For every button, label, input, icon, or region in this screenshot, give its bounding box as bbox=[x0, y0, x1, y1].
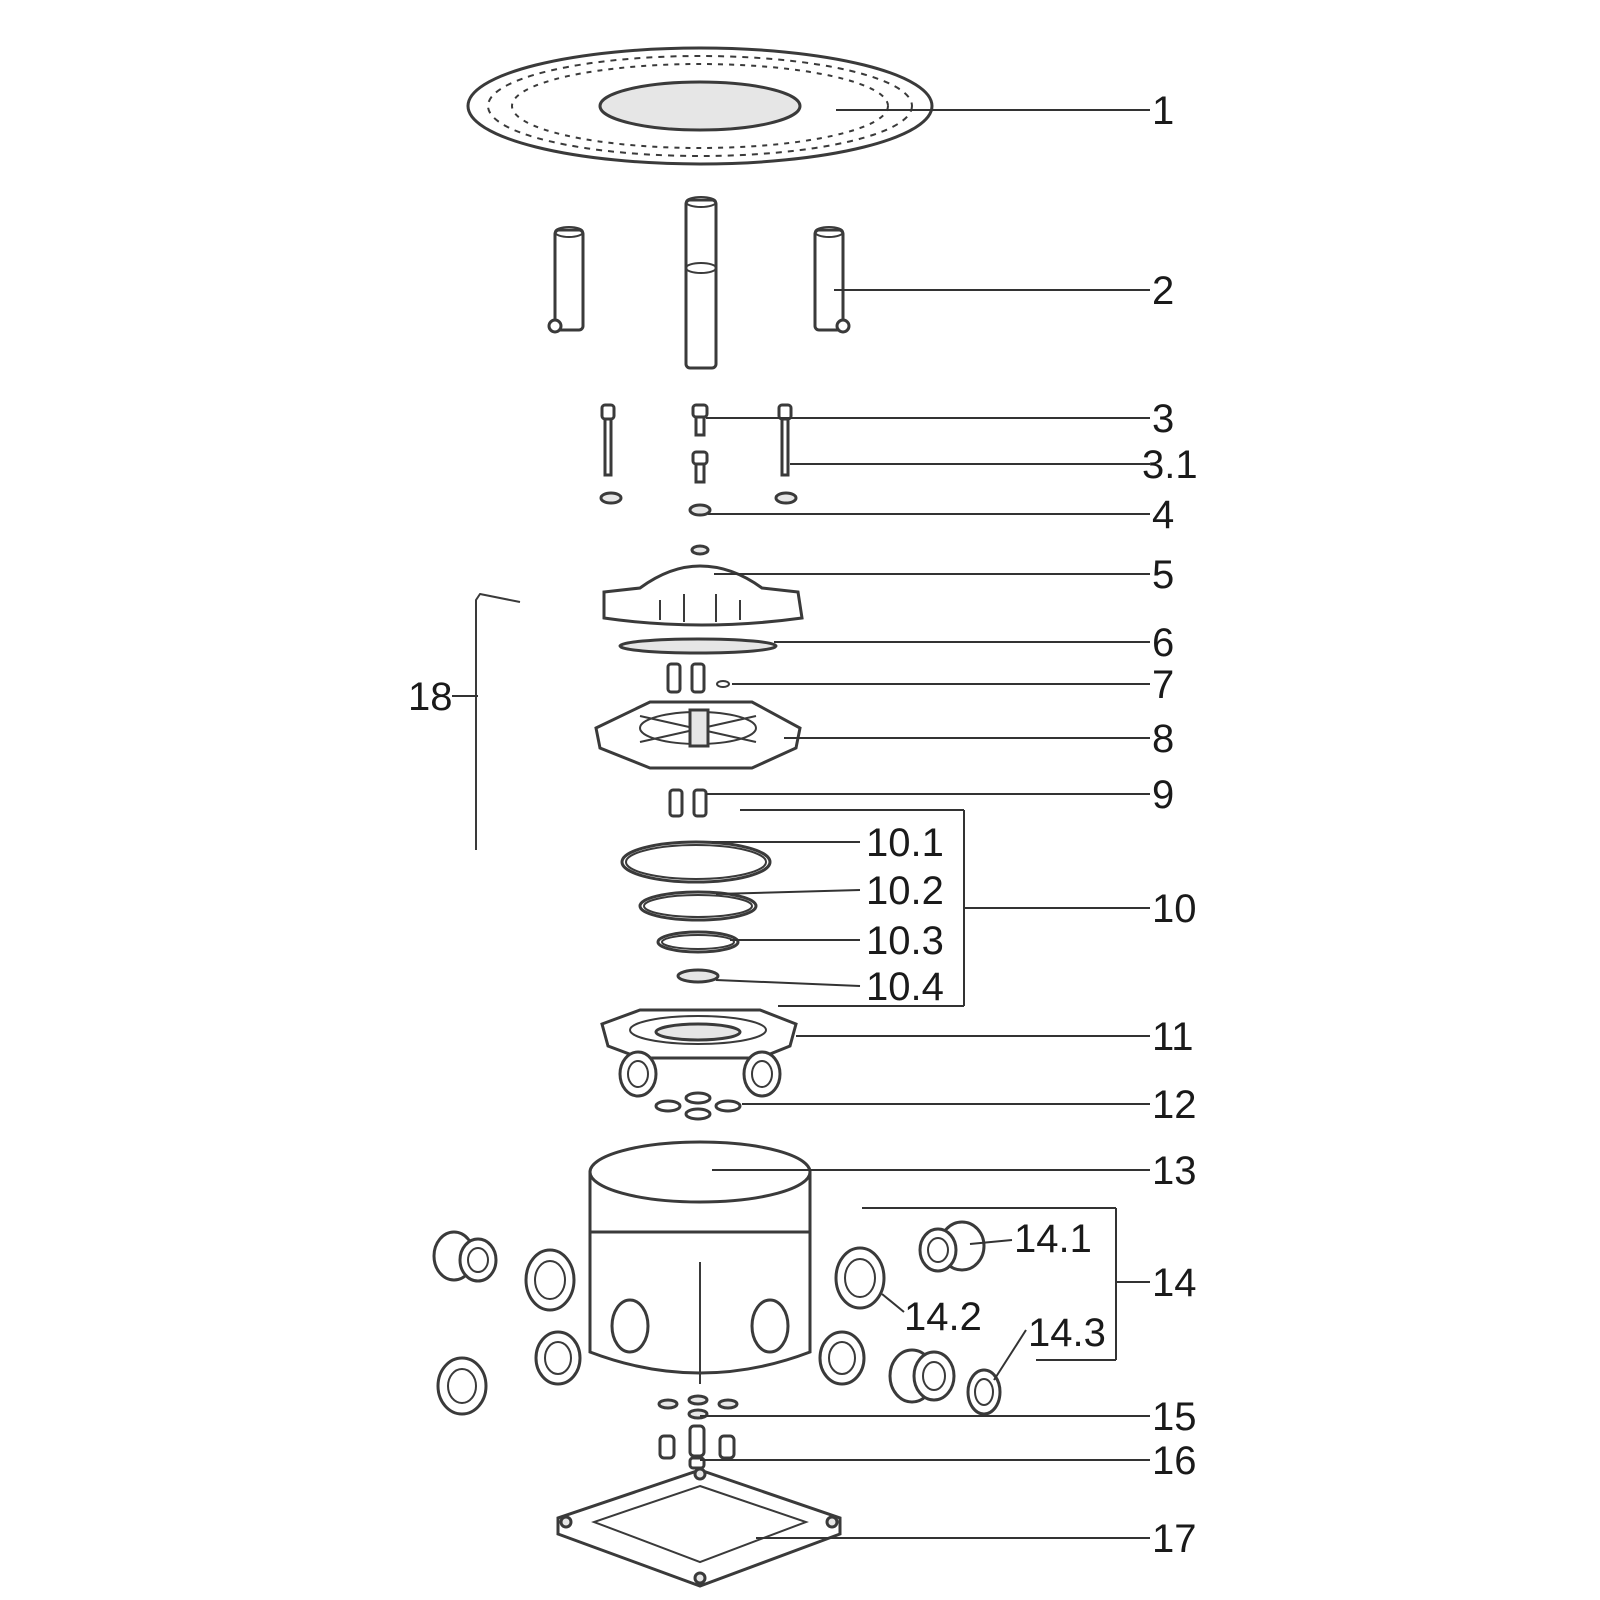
label-13: 13 bbox=[1152, 1149, 1197, 1193]
label-11: 11 bbox=[1152, 1015, 1194, 1059]
part-7-pins bbox=[666, 662, 730, 694]
part-13-housing bbox=[534, 1140, 866, 1386]
part-4-washers bbox=[599, 491, 798, 556]
label-14: 14 bbox=[1152, 1261, 1197, 1305]
part-15-washers bbox=[657, 1394, 739, 1420]
label-10-2: 10.2 bbox=[866, 869, 944, 913]
part-1-grate bbox=[466, 46, 934, 166]
label-7: 7 bbox=[1152, 663, 1174, 707]
label-3: 3 bbox=[1152, 397, 1174, 441]
part-17-frame bbox=[556, 1467, 842, 1588]
part-5-cover bbox=[602, 564, 804, 627]
label-4: 4 bbox=[1152, 493, 1174, 537]
part-9-pins bbox=[668, 788, 708, 818]
part-8-valve-plate bbox=[594, 700, 802, 770]
part-11-valve-body bbox=[600, 1008, 798, 1098]
part-16-screws bbox=[658, 1424, 736, 1470]
label-2: 2 bbox=[1152, 269, 1174, 313]
label-5: 5 bbox=[1152, 553, 1174, 597]
part-6-gasket bbox=[618, 637, 778, 655]
label-1: 1 bbox=[1152, 89, 1174, 133]
label-3-1: 3.1 bbox=[1142, 443, 1198, 487]
label-17: 17 bbox=[1152, 1517, 1197, 1561]
part-12-washers bbox=[654, 1091, 742, 1121]
part-2-posts bbox=[547, 196, 851, 370]
label-16: 16 bbox=[1152, 1439, 1197, 1483]
label-10-1: 10.1 bbox=[866, 821, 944, 865]
leader-lines bbox=[452, 109, 1150, 1539]
label-12: 12 bbox=[1152, 1083, 1197, 1127]
part-10-seal-rings bbox=[620, 840, 772, 984]
label-10: 10 bbox=[1152, 887, 1197, 931]
label-14-1: 14.1 bbox=[1014, 1217, 1092, 1261]
part-3-screws bbox=[600, 403, 793, 484]
label-14-2: 14.2 bbox=[904, 1295, 982, 1339]
part-18-hex-key bbox=[475, 593, 521, 850]
part-14-fittings bbox=[432, 1220, 1002, 1416]
label-15: 15 bbox=[1152, 1395, 1197, 1439]
callout-labels: 1 2 3 3.1 4 5 6 7 8 9 10.1 10.2 10.3 10.… bbox=[408, 89, 1198, 1561]
label-8: 8 bbox=[1152, 717, 1174, 761]
label-10-4: 10.4 bbox=[866, 965, 944, 1009]
label-6: 6 bbox=[1152, 621, 1174, 665]
label-14-3: 14.3 bbox=[1028, 1311, 1106, 1355]
label-18: 18 bbox=[408, 675, 453, 719]
label-10-3: 10.3 bbox=[866, 919, 944, 963]
label-9: 9 bbox=[1152, 773, 1174, 817]
